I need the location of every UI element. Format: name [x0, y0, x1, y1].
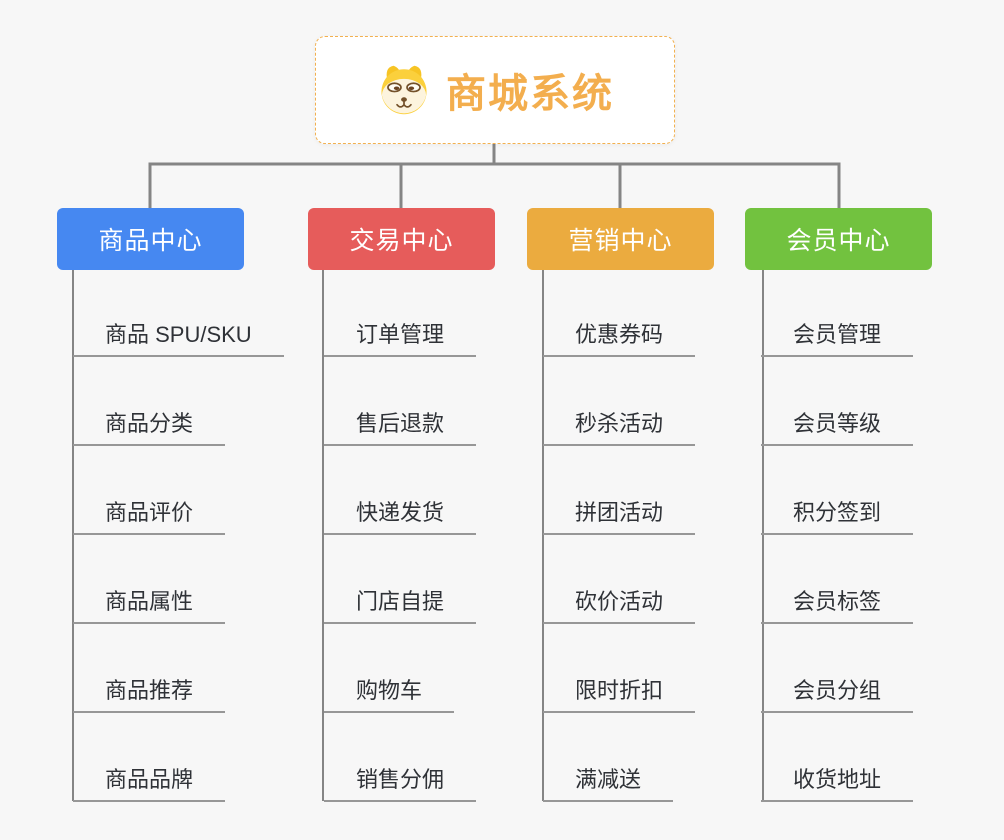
branch-node-2[interactable]: 营销中心 [527, 208, 714, 270]
mindmap-item[interactable]: 收货地址 [761, 766, 914, 802]
mindmap-item[interactable]: 销售分佣 [324, 766, 477, 802]
mindmap-item[interactable]: 会员管理 [761, 321, 914, 357]
mindmap-item[interactable]: 商品品牌 [73, 766, 226, 802]
mindmap-item[interactable]: 商品属性 [73, 588, 226, 624]
mindmap-item[interactable]: 商品推荐 [73, 677, 226, 713]
branch-node-1[interactable]: 交易中心 [308, 208, 495, 270]
mindmap-item[interactable]: 会员等级 [761, 410, 914, 446]
mindmap-item[interactable]: 售后退款 [324, 410, 477, 446]
mindmap-item[interactable]: 订单管理 [324, 321, 477, 357]
root-node[interactable]: 商城系统 [315, 36, 675, 144]
mindmap-item[interactable]: 快递发货 [324, 499, 477, 535]
root-title: 商城系统 [446, 72, 614, 116]
mindmap-item[interactable]: 满减送 [543, 766, 674, 802]
mindmap-item[interactable]: 购物车 [324, 677, 455, 713]
mindmap-item[interactable]: 会员标签 [761, 588, 914, 624]
mindmap-item[interactable]: 秒杀活动 [543, 410, 696, 446]
mindmap-item[interactable]: 积分签到 [761, 499, 914, 535]
mindmap-item[interactable]: 商品 SPU/SKU [73, 321, 284, 357]
mindmap-item[interactable]: 砍价活动 [543, 588, 696, 624]
mindmap-item[interactable]: 商品评价 [73, 499, 226, 535]
doge-icon [376, 64, 432, 116]
branch-node-0[interactable]: 商品中心 [57, 208, 244, 270]
branch-node-3[interactable]: 会员中心 [745, 208, 932, 270]
mindmap-item[interactable]: 限时折扣 [543, 677, 696, 713]
mindmap-item[interactable]: 会员分组 [761, 677, 914, 713]
mindmap-item[interactable]: 商品分类 [73, 410, 226, 446]
mindmap-item[interactable]: 优惠券码 [543, 321, 696, 357]
mindmap-item[interactable]: 门店自提 [324, 588, 477, 624]
mindmap-item[interactable]: 拼团活动 [543, 499, 696, 535]
